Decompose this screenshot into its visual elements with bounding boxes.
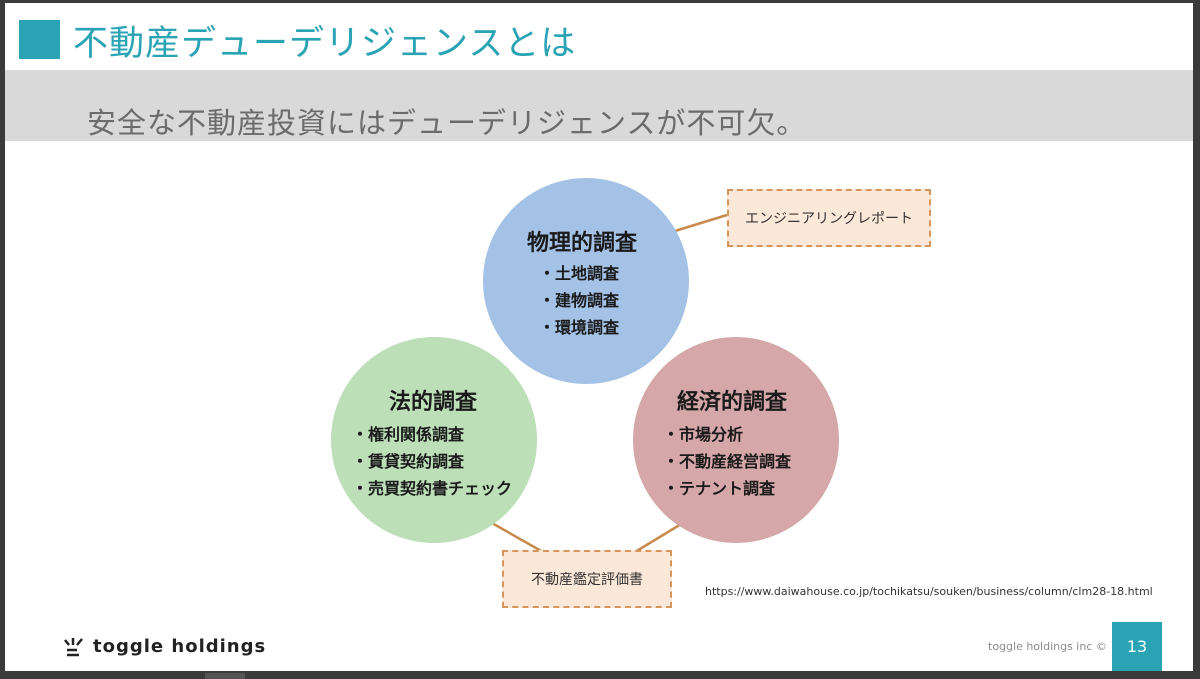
page-number-label: 13: [1126, 637, 1148, 656]
engineering-report-label: エンジニアリングレポート: [745, 211, 913, 227]
source-url: https://www.daiwahouse.co.jp/tochikatsu/…: [705, 585, 1153, 598]
brand-logo: toggle holdings: [63, 635, 266, 657]
physical-survey-circle: [483, 178, 689, 384]
physical-item-building: ・建物調査: [539, 291, 620, 310]
legal-survey-circle: [331, 337, 537, 543]
economic-survey-title: 経済的調査: [677, 390, 788, 415]
economic-item-management: ・不動産経営調査: [663, 452, 792, 471]
toggle-logo-icon: [64, 638, 83, 657]
slide-subtitle: 安全な不動産投資にはデューデリジェンスが不可欠。: [87, 106, 807, 140]
appraisal-report-label: 不動産鑑定評価書: [531, 572, 643, 588]
slide: 不動産デューデリジェンスとは 安全な不動産投資にはデューデリジェンスが不可欠。 …: [5, 3, 1193, 671]
brand-name: toggle holdings: [93, 635, 267, 657]
economic-item-tenant: ・テナント調査: [663, 479, 776, 498]
physical-survey-title: 物理的調査: [527, 231, 638, 256]
slide-title: 不動産デューデリジェンスとは: [73, 24, 577, 64]
page-number: 13: [1112, 622, 1162, 671]
legal-item-rights: ・権利関係調査: [352, 425, 465, 444]
window-bottom-tab: [205, 673, 245, 679]
title-accent-square: [19, 20, 60, 59]
copyright-text: toggle holdings inc ©: [988, 640, 1107, 653]
subtitle-band: [5, 70, 1193, 141]
appraisal-report-callout: 不動産鑑定評価書: [502, 550, 672, 608]
physical-item-environment: ・環境調査: [539, 318, 620, 337]
economic-item-market: ・市場分析: [663, 425, 744, 444]
physical-item-land: ・土地調査: [539, 264, 620, 283]
engineering-report-callout: エンジニアリングレポート: [727, 189, 931, 247]
legal-survey-title: 法的調査: [389, 390, 478, 415]
legal-item-lease: ・賃貸契約調査: [352, 452, 465, 471]
economic-survey-circle: [633, 337, 839, 543]
legal-item-sales-contract: ・売買契約書チェック: [352, 479, 513, 498]
